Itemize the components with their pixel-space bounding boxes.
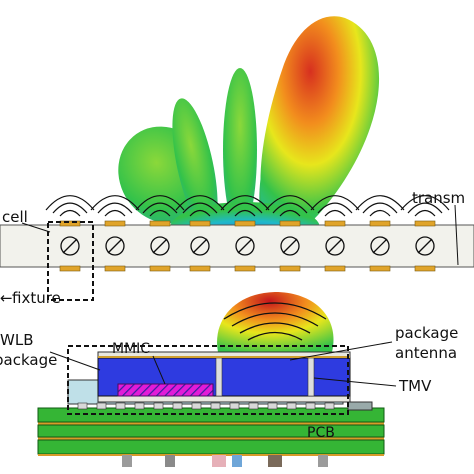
lobe-center bbox=[223, 68, 257, 232]
solder-bump bbox=[286, 402, 297, 410]
unit-cell bbox=[59, 220, 81, 272]
label-wlb: WLB bbox=[0, 331, 33, 349]
solder-bump bbox=[77, 402, 88, 410]
unit-cell bbox=[189, 220, 211, 272]
solder-bump bbox=[96, 402, 107, 410]
unit-cell bbox=[234, 220, 256, 272]
lobe-main bbox=[260, 16, 380, 237]
unit-cells bbox=[59, 220, 436, 272]
cell-highlight-box bbox=[47, 221, 94, 301]
wlb-package bbox=[67, 351, 351, 405]
label-antenna: antenna bbox=[395, 344, 457, 362]
solder-bump bbox=[172, 402, 183, 410]
label-tmv: TMV bbox=[398, 377, 432, 395]
unit-cell bbox=[324, 220, 346, 272]
package-highlight-box bbox=[67, 345, 349, 415]
mmic-chip bbox=[117, 383, 214, 397]
coupling-arc bbox=[90, 195, 140, 217]
solder-bump bbox=[324, 402, 335, 410]
solder-bump bbox=[191, 402, 202, 410]
solder-bump bbox=[134, 402, 145, 410]
label-pcb: PCB bbox=[307, 425, 335, 441]
solder-bump bbox=[229, 402, 240, 410]
solder-bump bbox=[210, 402, 221, 410]
unit-cell bbox=[369, 220, 391, 272]
package-emission-arcs bbox=[223, 302, 327, 341]
package-radiation-pattern bbox=[217, 292, 334, 352]
label-fixture-arrow: ← bbox=[0, 289, 13, 307]
transmission-line bbox=[0, 224, 474, 268]
solder-bump bbox=[153, 402, 164, 410]
label-package: package bbox=[395, 324, 458, 342]
label-mmic: MMIC bbox=[112, 341, 150, 357]
fixture-radiation-pattern bbox=[118, 16, 380, 254]
label-cell: cell bbox=[2, 208, 28, 226]
unit-cell bbox=[414, 220, 436, 272]
label-wlb-package: package bbox=[0, 351, 57, 369]
coupling-arc bbox=[45, 195, 95, 217]
coupling-arc bbox=[220, 195, 270, 217]
unit-cell bbox=[104, 220, 126, 272]
solder-bump bbox=[115, 402, 126, 410]
lobe-left bbox=[172, 98, 218, 232]
label-transmission: transm bbox=[412, 189, 465, 207]
coupling-arc bbox=[400, 195, 450, 217]
label-fixture: fixture bbox=[12, 289, 61, 307]
unit-cell bbox=[279, 220, 301, 272]
coupling-arc bbox=[310, 195, 360, 217]
unit-cell bbox=[149, 220, 171, 272]
solder-bump bbox=[248, 402, 259, 410]
coupling-arc bbox=[355, 195, 405, 217]
solder-bumps bbox=[77, 402, 335, 410]
coupling-arc bbox=[175, 195, 225, 217]
solder-bump bbox=[267, 402, 278, 410]
coupling-arc bbox=[265, 195, 315, 217]
solder-bump bbox=[305, 402, 316, 410]
coupling-arcs bbox=[45, 195, 450, 217]
